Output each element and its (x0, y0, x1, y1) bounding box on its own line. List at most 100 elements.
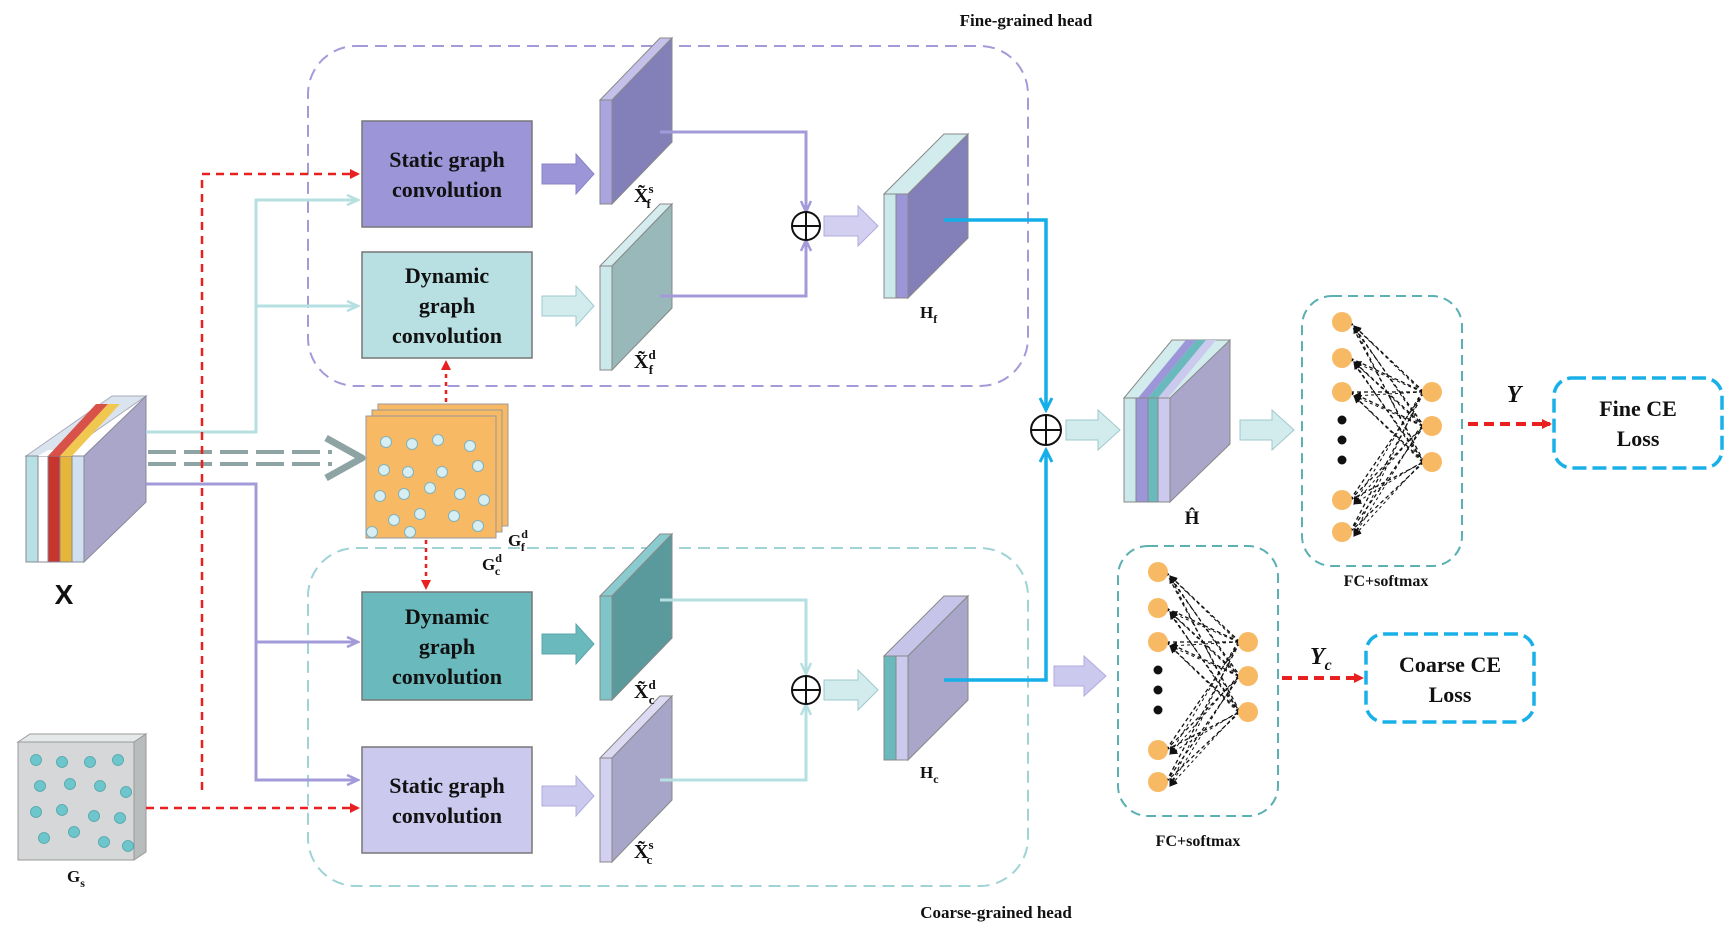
fc-edge (1349, 391, 1425, 501)
coarse-fc-region (1117, 545, 1279, 817)
x-to-coarse-line (146, 482, 358, 780)
svg-text:graph: graph (419, 634, 475, 659)
gs-node (34, 780, 46, 792)
fc-edge (1165, 711, 1241, 783)
coarse-head-label: Coarse-grained head (920, 903, 1072, 922)
dynamic-graph-node (448, 510, 460, 522)
gs-node (120, 786, 132, 798)
fc-edge (1169, 611, 1239, 713)
fc-node (1332, 382, 1352, 402)
svg-text:Dynamic: Dynamic (405, 604, 490, 629)
fc-node (1148, 632, 1168, 652)
svg-text:Loss: Loss (1429, 682, 1472, 707)
fc-node (1422, 452, 1442, 472)
dynamic-graph-node (402, 466, 414, 478)
fc-edge (1353, 325, 1423, 393)
fc-edge (1349, 461, 1425, 501)
hhat-label: Ĥ (1185, 507, 1200, 529)
fc-edge (1169, 575, 1239, 713)
ellipsis-dot (1337, 415, 1347, 425)
svg-text:convolution: convolution (392, 803, 502, 828)
x-to-fine-line (146, 200, 358, 434)
fc-edge (1169, 611, 1239, 643)
fc-node (1148, 740, 1168, 760)
fc-node (1332, 522, 1352, 542)
dynamic-graph-node (478, 494, 490, 506)
fc-edge (1353, 391, 1423, 505)
gs-node (30, 754, 42, 766)
fc-edge (1353, 361, 1423, 393)
hf-tensor (882, 132, 970, 300)
dynamic-graph-node (472, 520, 484, 532)
ellipsis-dot (1153, 685, 1163, 695)
fine-dynamic-box: Dynamic graph convolution (361, 251, 533, 359)
fc-edge (1349, 391, 1425, 533)
fc-edge (1353, 395, 1423, 463)
fc-node (1148, 772, 1168, 792)
fc-node (1148, 598, 1168, 618)
fine-fc-network (1332, 312, 1442, 542)
dynamic-graph-node (414, 508, 426, 520)
fc-edge (1353, 361, 1423, 463)
fc-edge (1169, 641, 1239, 787)
fine-y-label: Y (1507, 382, 1524, 408)
dynamic-graph-node (454, 488, 466, 500)
fc-edge (1169, 575, 1239, 643)
dynamic-graph-node (472, 460, 484, 472)
fc-edge (1169, 675, 1239, 755)
gs-node (68, 826, 80, 838)
hc-to-coarse-fc-arrow (1053, 654, 1107, 698)
fc-edge (1169, 611, 1239, 677)
coarse-ce-loss-box: Coarse CE Loss (1364, 632, 1536, 724)
fc-node (1238, 632, 1258, 652)
ellipsis-dot (1337, 435, 1347, 445)
hf-to-merge-line (944, 218, 1046, 410)
fc-edge (1169, 645, 1239, 677)
fine-dynamic-to-slab-arrow (541, 284, 595, 328)
coarse-static-box: Static graph convolution (361, 746, 533, 854)
fc-edge (1353, 395, 1423, 427)
gs-node (30, 806, 42, 818)
hc-tensor (882, 594, 970, 762)
gs-node (88, 810, 100, 822)
fc-edge (1169, 711, 1239, 755)
xfd-slab (598, 202, 674, 372)
gs-node (94, 780, 106, 792)
gs-node (114, 812, 126, 824)
ellipsis-dot (1337, 455, 1347, 465)
dynamic-graph-dots (366, 434, 490, 538)
svg-text:Static graph: Static graph (389, 773, 505, 798)
fc-edge (1353, 461, 1423, 505)
fc-edge (1165, 571, 1241, 643)
xfd-to-plus-line (660, 240, 806, 298)
gs-label: Gs (67, 867, 85, 890)
fc-edge (1353, 391, 1423, 400)
gs-node (112, 754, 124, 766)
fc-edge (1169, 645, 1239, 713)
gs-node (122, 840, 134, 852)
fine-static-box: Static graph convolution (361, 120, 533, 228)
ellipsis-dot (1153, 705, 1163, 715)
fine-head-label: Fine-grained head (960, 11, 1093, 30)
dynamic-graph-node (424, 482, 436, 494)
dynamic-graph-node (366, 526, 378, 538)
fine-fc-label: FC+softmax (1344, 573, 1429, 590)
fc-edge (1353, 461, 1423, 537)
hhat-tensor (1122, 338, 1232, 504)
gs-node (84, 756, 96, 768)
ellipsis-dot (1153, 665, 1163, 675)
fine-fc-region (1301, 295, 1463, 567)
fc-edge (1169, 641, 1239, 650)
svg-text:convolution: convolution (392, 664, 502, 689)
dynamic-graph-node (378, 464, 390, 476)
coarse-y-label: Yc (1310, 644, 1332, 674)
dynamic-graph-node (436, 466, 448, 478)
fc-edge (1353, 325, 1423, 463)
fc-edge (1165, 641, 1241, 783)
dynamic-graph-node (464, 440, 476, 452)
fc-edge (1169, 711, 1239, 787)
svg-text:convolution: convolution (392, 323, 502, 348)
